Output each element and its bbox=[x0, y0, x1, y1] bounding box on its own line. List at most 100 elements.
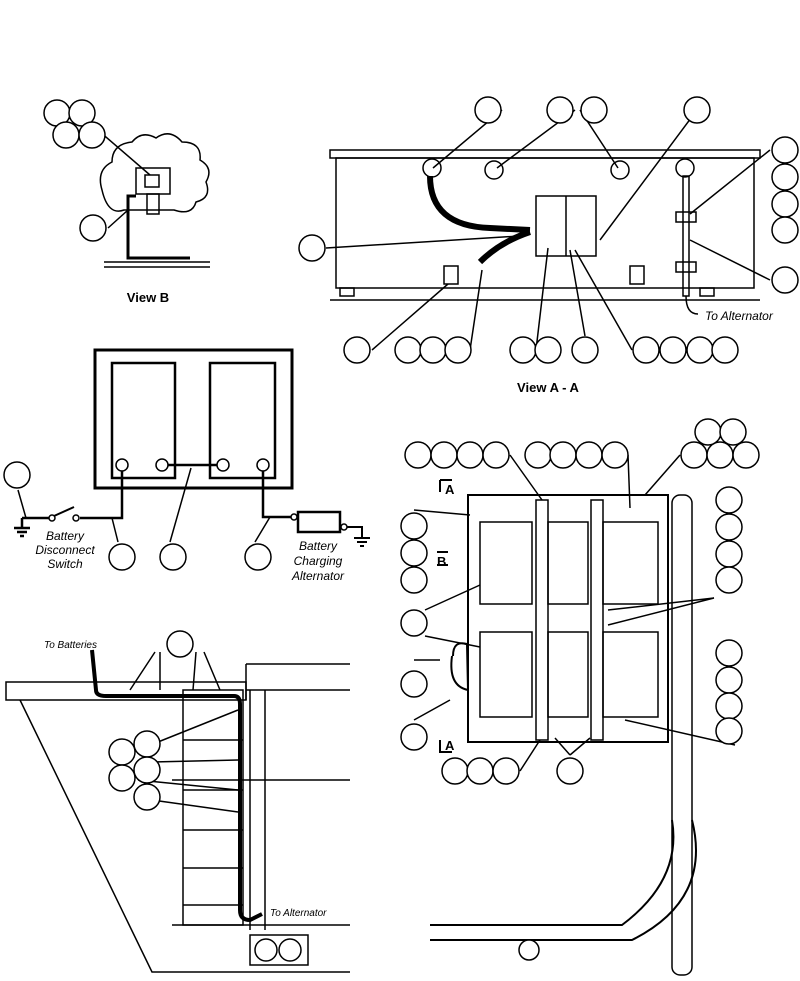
terminal-icon bbox=[484, 160, 504, 180]
callout-bubble bbox=[771, 163, 799, 191]
battery-cable bbox=[427, 175, 531, 233]
callout-bubble bbox=[394, 336, 422, 364]
alternator-label-3: Alternator bbox=[291, 569, 345, 583]
disconnect-switch-icon bbox=[53, 506, 75, 517]
hold-down bbox=[629, 265, 645, 285]
battery-cable bbox=[477, 229, 531, 265]
callout-bubble bbox=[732, 441, 760, 469]
callout-bubble bbox=[133, 756, 161, 784]
view-b: View B bbox=[91, 124, 210, 305]
tray-foot bbox=[339, 287, 355, 297]
callout-bubble bbox=[3, 461, 31, 489]
battery-cell bbox=[602, 631, 659, 718]
light-icon bbox=[254, 938, 278, 962]
callout-bubble bbox=[404, 441, 432, 469]
callout-bubble bbox=[706, 441, 734, 469]
callout-bubble bbox=[715, 639, 743, 667]
leader-lines bbox=[413, 454, 736, 772]
bolt-icon bbox=[146, 193, 160, 215]
switch-contact bbox=[72, 514, 80, 522]
callout-bubble bbox=[659, 336, 687, 364]
callout-bubbles bbox=[3, 96, 799, 811]
battery-cell bbox=[547, 521, 589, 605]
alternator-terminal bbox=[340, 523, 348, 531]
callout-bubble bbox=[549, 441, 577, 469]
battery-cell bbox=[479, 631, 533, 718]
nut-icon bbox=[144, 174, 160, 188]
view-a-a: To Alternator View A - A bbox=[325, 109, 774, 395]
switch-contact bbox=[48, 514, 56, 522]
negative-terminal-icon bbox=[115, 458, 129, 472]
wiring bbox=[14, 463, 292, 538]
section-b: B bbox=[437, 554, 446, 569]
callout-bubble bbox=[715, 540, 743, 568]
positive-terminal-icon bbox=[155, 458, 169, 472]
callout-bubble bbox=[108, 543, 136, 571]
callout-bubble bbox=[601, 441, 629, 469]
leader-lines bbox=[129, 651, 239, 813]
switch-label-3: Switch bbox=[47, 557, 83, 571]
section-markers bbox=[437, 479, 452, 753]
callout-bubble bbox=[400, 566, 428, 594]
alternator-cable bbox=[90, 649, 263, 923]
leader-line bbox=[685, 295, 699, 315]
hold-down-bar bbox=[590, 499, 604, 741]
clamp bbox=[675, 261, 697, 273]
battery-2 bbox=[208, 361, 277, 480]
callout-bubble bbox=[715, 666, 743, 694]
frame-view: To Batteries To Alternator bbox=[5, 640, 350, 973]
callout-bubble bbox=[400, 539, 428, 567]
cable-loop bbox=[450, 642, 470, 692]
callout-bubble bbox=[400, 723, 428, 751]
positive-terminal-icon bbox=[256, 458, 270, 472]
battery-tray bbox=[335, 157, 755, 289]
switch-label-1: Battery bbox=[46, 529, 85, 543]
callout-bubble bbox=[715, 513, 743, 541]
plan-view: A B A bbox=[413, 454, 736, 976]
callout-bubble bbox=[166, 630, 194, 658]
ladder-rungs bbox=[172, 690, 350, 930]
to-alternator-label-a: To Alternator bbox=[705, 309, 774, 323]
callout-bubble bbox=[771, 266, 799, 294]
frame-outline bbox=[245, 663, 350, 700]
callout-bubble bbox=[715, 717, 743, 745]
callout-bubble bbox=[343, 336, 371, 364]
callout-bubble bbox=[575, 441, 603, 469]
callout-bubble bbox=[482, 441, 510, 469]
leader-line bbox=[107, 209, 129, 229]
callout-bubble bbox=[133, 730, 161, 758]
callout-bubble bbox=[466, 757, 494, 785]
callout-bubble bbox=[444, 336, 472, 364]
callout-bubble bbox=[715, 566, 743, 594]
cable-route bbox=[430, 819, 697, 941]
battery-1 bbox=[110, 361, 177, 480]
callout-bubble bbox=[715, 692, 743, 720]
terminal-icon bbox=[610, 160, 630, 180]
view-a-a-title: View A - A bbox=[517, 380, 579, 395]
callout-bubble bbox=[108, 764, 136, 792]
terminal-icon bbox=[675, 158, 695, 178]
callout-bubble bbox=[711, 336, 739, 364]
callout-bubble bbox=[133, 783, 161, 811]
alternator-label-1: Battery bbox=[299, 539, 338, 553]
callout-bubble bbox=[546, 96, 574, 124]
hold-down bbox=[443, 265, 459, 285]
callout-bubble bbox=[298, 234, 326, 262]
callout-bubble bbox=[509, 336, 537, 364]
callout-bubble bbox=[715, 486, 743, 514]
negative-terminal-icon bbox=[216, 458, 230, 472]
light-icon bbox=[278, 938, 302, 962]
battery-cell bbox=[602, 521, 659, 605]
leader-lines bbox=[325, 109, 771, 351]
callout-bubble bbox=[79, 214, 107, 242]
bracket-block bbox=[135, 167, 171, 195]
to-batteries-label: To Batteries bbox=[44, 640, 97, 651]
clamp-icon bbox=[518, 939, 540, 961]
callout-bubble bbox=[400, 512, 428, 540]
callout-bubble bbox=[419, 336, 447, 364]
callout-bubble bbox=[492, 757, 520, 785]
alternator-label-2: Charging bbox=[294, 554, 343, 568]
callout-bubble bbox=[771, 216, 799, 244]
hold-down-bar bbox=[535, 499, 549, 741]
